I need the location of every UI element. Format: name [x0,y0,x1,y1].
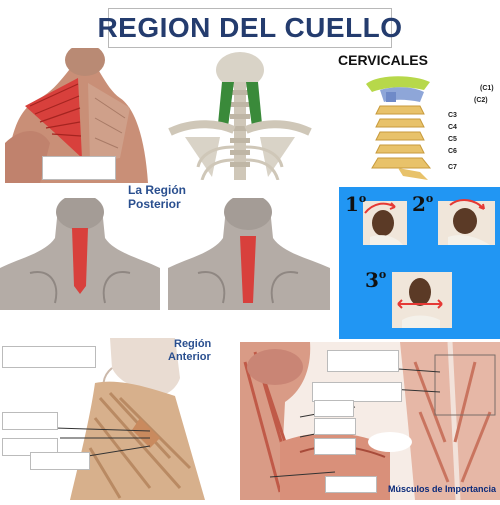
label-box [314,418,356,435]
label-box [314,438,356,455]
label-box [2,412,58,430]
label-box [312,382,402,402]
movement-card-2 [420,193,495,245]
movement-card-3 [388,268,452,328]
movement-card-1 [345,193,407,245]
movement-number-2: 2o [412,192,433,216]
movement-number-3-text: 3 [365,268,379,292]
back-trapezius-illustration [0,44,148,183]
cervical-label-c3: C3 [448,112,457,119]
skeleton-green-muscles-illustration [150,52,330,181]
cervical-label-c1: (C1) [480,85,494,92]
label-box [327,350,399,372]
posterior-title-line2: Posterior [128,197,181,211]
anterior-title-line2: Anterior [168,351,211,363]
movement-number-2-text: 2 [412,192,426,216]
label-box [314,400,354,417]
cervical-label-c7: C7 [448,164,457,171]
movement-number-3: 3o [365,268,386,292]
movement-number-1-text: 1 [345,192,359,216]
label-box [42,156,116,180]
page-title-box: REGION DEL CUELLO [97,8,402,48]
label-box [2,346,96,368]
movement-number-1-sup: o [358,192,367,205]
cervicales-heading: CERVICALES [338,52,428,68]
posterior-region-title: La Región Posterior [128,183,186,211]
bottom-caption: Músculos de Importancia [388,484,497,494]
label-box [325,476,377,493]
movement-number-1: 1o [345,192,366,216]
movement-number-3-sup: o [378,268,387,281]
page-title: REGION DEL CUELLO [97,12,403,43]
cervical-label-c2: (C2) [474,97,488,104]
movement-number-2-sup: o [425,192,434,205]
label-box [30,452,90,470]
cervical-label-c4: C4 [448,124,457,131]
posterior-region-illustration [0,194,330,310]
cervical-spine-illustration [358,72,448,184]
anterior-region-title: Región Anterior [168,338,211,364]
cervical-label-c6: C6 [448,148,457,155]
anterior-title-line1: Región [174,338,212,350]
posterior-title-line1: La Región [128,183,187,197]
cervical-label-c5: C5 [448,136,457,143]
